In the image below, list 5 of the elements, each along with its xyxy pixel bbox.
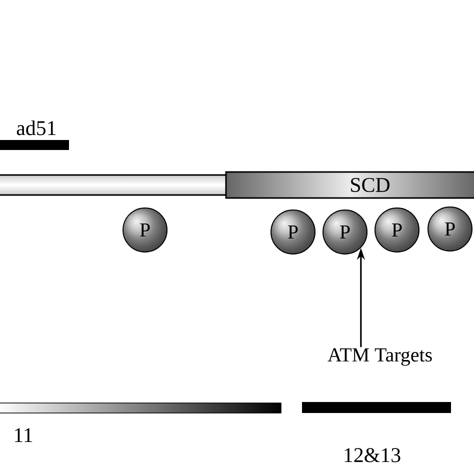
text-label: ATM Targets [328, 348, 432, 366]
text-label: ad51 [16, 120, 56, 136]
text-label: 11 [15, 428, 32, 442]
text-label: 12&13 [344, 448, 400, 462]
domain-box: SCD [225, 171, 474, 199]
